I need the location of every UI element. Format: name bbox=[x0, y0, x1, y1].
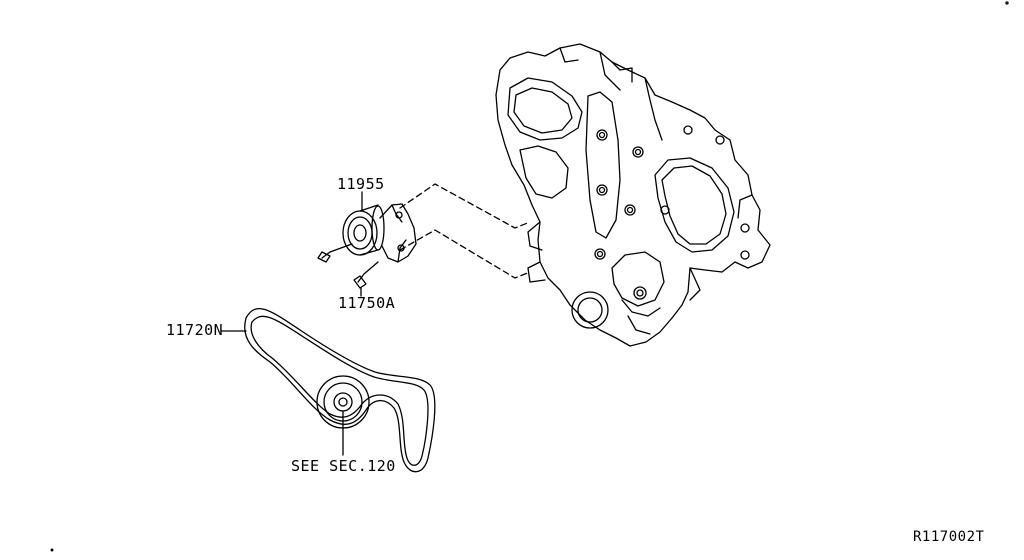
engine-front-cover bbox=[496, 44, 770, 346]
scan-dot bbox=[1006, 2, 1008, 4]
callout-belt: 11720N bbox=[166, 321, 224, 339]
diagram-id: R117002T bbox=[913, 529, 985, 545]
mounting-leader-lines bbox=[400, 184, 530, 278]
drive-belt bbox=[222, 309, 435, 472]
tensioner-assembly bbox=[318, 192, 416, 296]
callout-tensioner: 11955 bbox=[337, 175, 385, 193]
crankshaft-pulley bbox=[317, 376, 369, 455]
callout-bolt: 11750A bbox=[338, 294, 396, 312]
callout-reference: SEE SEC.120 bbox=[291, 457, 396, 475]
scan-dot bbox=[51, 549, 53, 551]
